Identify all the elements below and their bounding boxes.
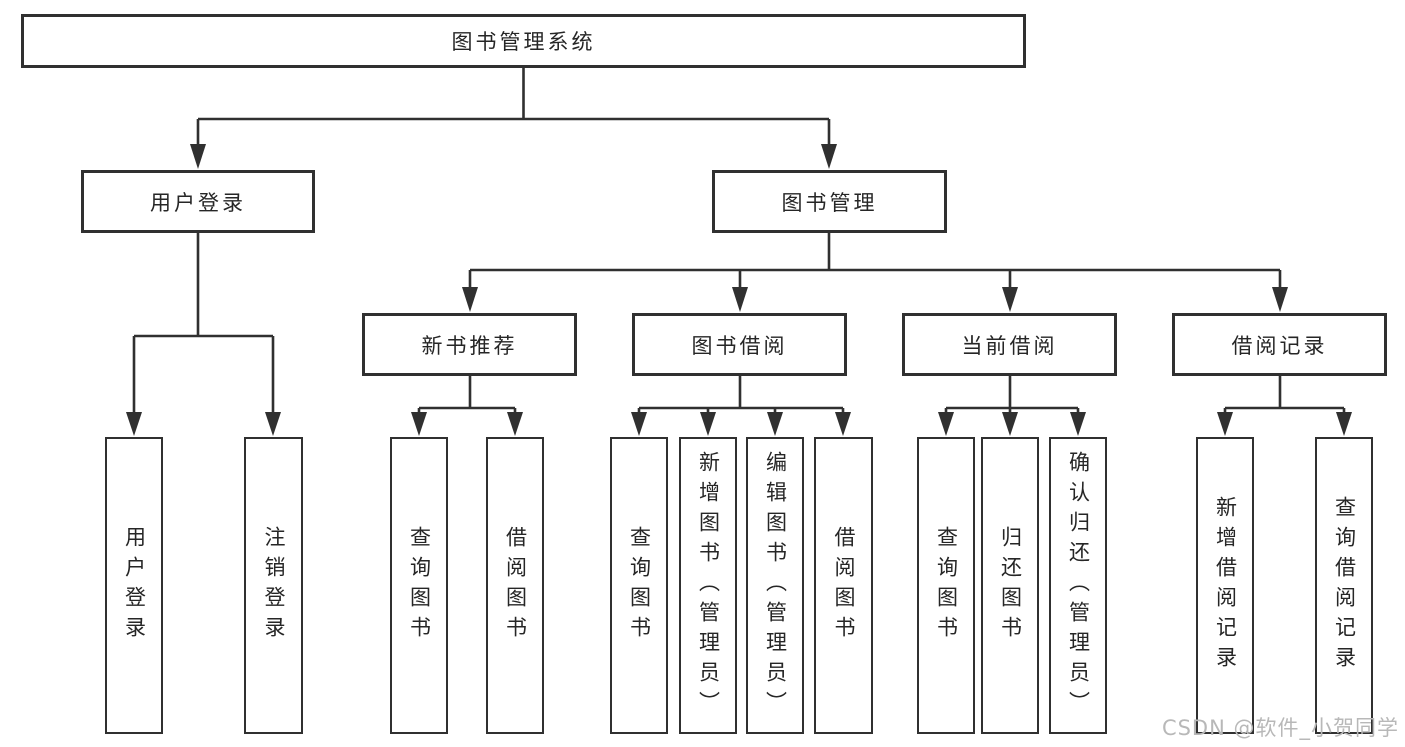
arrowheads — [126, 144, 1352, 436]
leaf-query-books-recommend: 查询图书 — [390, 437, 448, 734]
arrowhead — [732, 287, 748, 312]
node-label: 查询借阅记录 — [1332, 495, 1357, 676]
leaf-confirm-return-admin: 确认归还（管理员） — [1049, 437, 1107, 734]
leaf-query-borrow-record: 查询借阅记录 — [1315, 437, 1373, 734]
leaf-user-login: 用户登录 — [105, 437, 163, 734]
arrowhead — [1070, 412, 1086, 436]
node-root-library-management-system: 图书管理系统 — [21, 14, 1026, 68]
node-label: 确认归还（管理员） — [1066, 450, 1091, 721]
leaf-edit-books-admin: 编辑图书（管理员） — [746, 437, 804, 734]
node-label: 编辑图书（管理员） — [763, 450, 788, 721]
node-label: 当前借阅 — [961, 333, 1058, 358]
node-label: 查询图书 — [934, 525, 959, 646]
node-book-management-branch: 图书管理 — [712, 170, 947, 233]
arrowhead — [1336, 412, 1352, 436]
connector-newbook-group — [417, 376, 517, 414]
connector-bookmgmt-to-level3 — [468, 233, 1282, 289]
node-borrowing-records: 借阅记录 — [1172, 313, 1387, 376]
node-label: 用户登录 — [122, 525, 147, 646]
leaf-add-books-admin: 新增图书（管理员） — [679, 437, 737, 734]
connector-borrow-group — [637, 376, 845, 414]
node-label: 图书管理 — [781, 190, 878, 215]
arrowhead — [1272, 287, 1288, 312]
node-label: 新增借阅记录 — [1213, 495, 1238, 676]
connector-root-to-level2 — [196, 68, 831, 146]
leaf-borrow-books-recommend: 借阅图书 — [486, 437, 544, 734]
node-label: 新书推荐 — [421, 333, 518, 358]
connector-userlogin-to-leaves — [132, 233, 275, 414]
arrowhead — [700, 412, 716, 436]
arrowhead — [821, 144, 837, 169]
csdn-watermark: CSDN @软件_小贺同学 — [1161, 716, 1399, 740]
arrowhead — [1002, 412, 1018, 436]
node-current-borrowing: 当前借阅 — [902, 313, 1117, 376]
arrowhead — [631, 412, 647, 436]
arrowhead — [835, 412, 851, 436]
node-new-book-recommend: 新书推荐 — [362, 313, 577, 376]
node-label: 借阅图书 — [832, 525, 856, 646]
node-label: 查询图书 — [407, 525, 432, 646]
arrowhead — [1002, 287, 1018, 312]
node-label: 借阅图书 — [503, 525, 528, 646]
arrowhead — [507, 412, 523, 436]
leaf-query-books-current: 查询图书 — [917, 437, 975, 734]
arrowhead — [938, 412, 954, 436]
node-label: 归还图书 — [998, 525, 1023, 646]
arrowhead — [126, 412, 142, 436]
arrowhead — [190, 144, 206, 169]
leaf-add-borrow-record: 新增借阅记录 — [1196, 437, 1254, 734]
arrowhead — [265, 412, 281, 436]
connector-stems-and-bars — [132, 68, 1346, 414]
arrowhead — [462, 287, 478, 312]
arrowhead — [1217, 412, 1233, 436]
node-label: 注销登录 — [262, 525, 286, 646]
node-label: 查询图书 — [627, 525, 652, 646]
connector-current-group — [944, 376, 1080, 414]
arrowhead — [411, 412, 427, 436]
node-user-login-branch: 用户登录 — [81, 170, 315, 233]
leaf-logout: 注销登录 — [244, 437, 303, 734]
node-label: 借阅记录 — [1231, 333, 1328, 358]
leaf-query-books-borrowing: 查询图书 — [610, 437, 668, 734]
node-label: 新增图书（管理员） — [696, 450, 721, 721]
arrowhead — [767, 412, 783, 436]
leaf-borrow-books: 借阅图书 — [814, 437, 873, 734]
node-book-borrowing: 图书借阅 — [632, 313, 847, 376]
node-label: 用户登录 — [150, 190, 246, 215]
node-label: 图书管理系统 — [451, 30, 596, 54]
node-label: 图书借阅 — [691, 333, 788, 358]
connector-record-group — [1223, 376, 1346, 414]
leaf-return-books: 归还图书 — [981, 437, 1039, 734]
